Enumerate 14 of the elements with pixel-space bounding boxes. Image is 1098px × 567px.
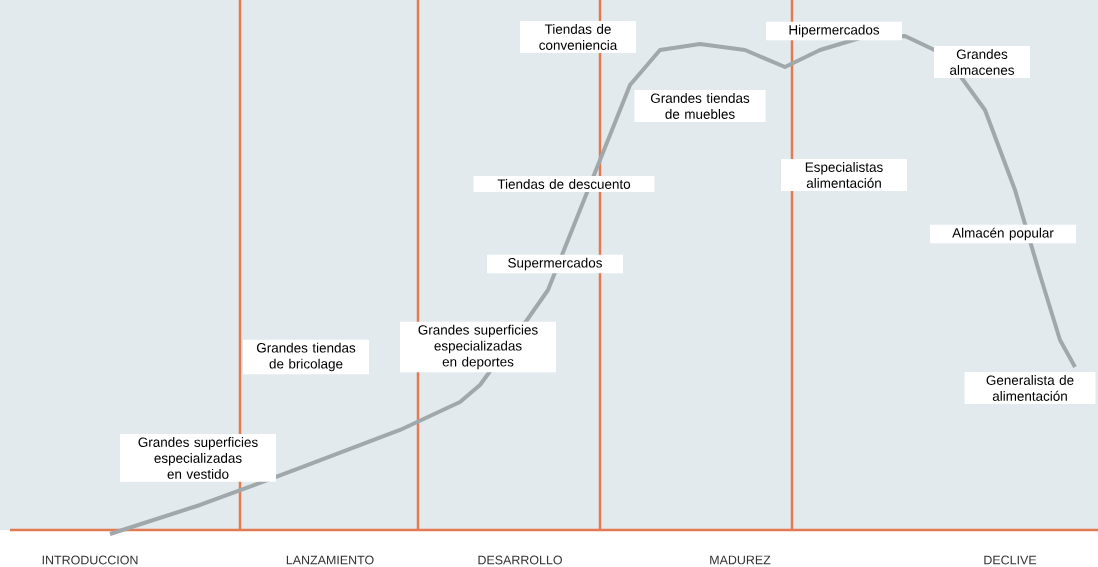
format-box: Tiendas de descuento <box>473 176 655 192</box>
format-box: Generalista de alimentación <box>964 372 1096 404</box>
format-box: Especialistas alimentación <box>781 159 907 191</box>
phase-label: LANZAMIENTO <box>286 555 374 565</box>
format-box: Grandes tiendas de muebles <box>634 90 766 122</box>
phase-label: INTRODUCCION <box>42 555 138 565</box>
phase-label: DECLIVE <box>984 555 1037 565</box>
phase-label: DESARROLLO <box>478 555 562 565</box>
phase-label: MADUREZ <box>710 555 771 565</box>
format-box: Grandes superficies especializadas en deportes <box>400 321 556 373</box>
format-box: Grandes tiendas de bricolage <box>243 339 369 375</box>
format-box: Grandes superficies especializadas en vestido <box>120 434 276 482</box>
format-box: Grandes almacenes <box>934 46 1030 78</box>
format-box: Tiendas de conveniencia <box>520 21 636 53</box>
